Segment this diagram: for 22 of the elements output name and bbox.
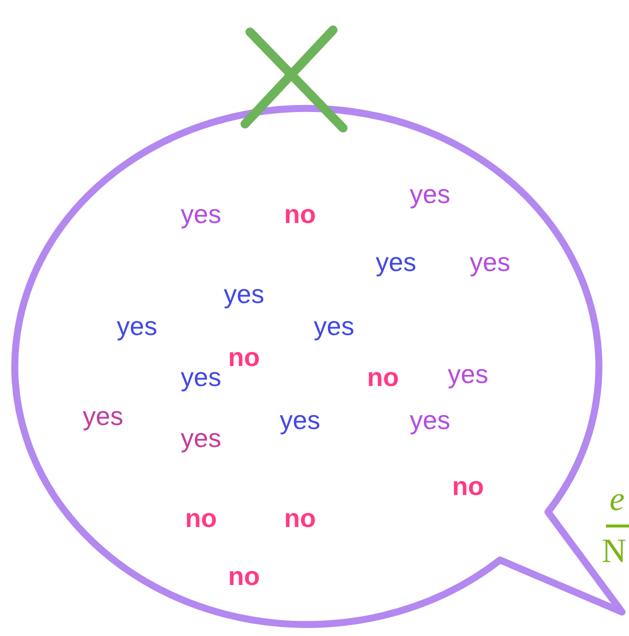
word: no [228,344,260,370]
word: yes [470,249,510,275]
word: no [367,364,399,390]
fraction-numerator: e [609,483,625,517]
word: yes [180,201,222,227]
word: yes [180,425,222,451]
word: yes [448,361,488,387]
word: yes [410,407,450,433]
word: no [452,473,484,499]
word: yes [376,249,416,275]
fraction-denominator: N [602,535,626,569]
word: yes [82,403,124,429]
word: no [284,201,316,227]
word: yes [224,281,264,307]
word: yes [280,407,320,433]
word: yes [410,181,450,207]
word: no [228,563,260,589]
word: no [185,505,217,531]
word: yes [314,313,354,339]
word: no [284,505,316,531]
word: yes [180,364,222,390]
word: yes [116,313,158,339]
